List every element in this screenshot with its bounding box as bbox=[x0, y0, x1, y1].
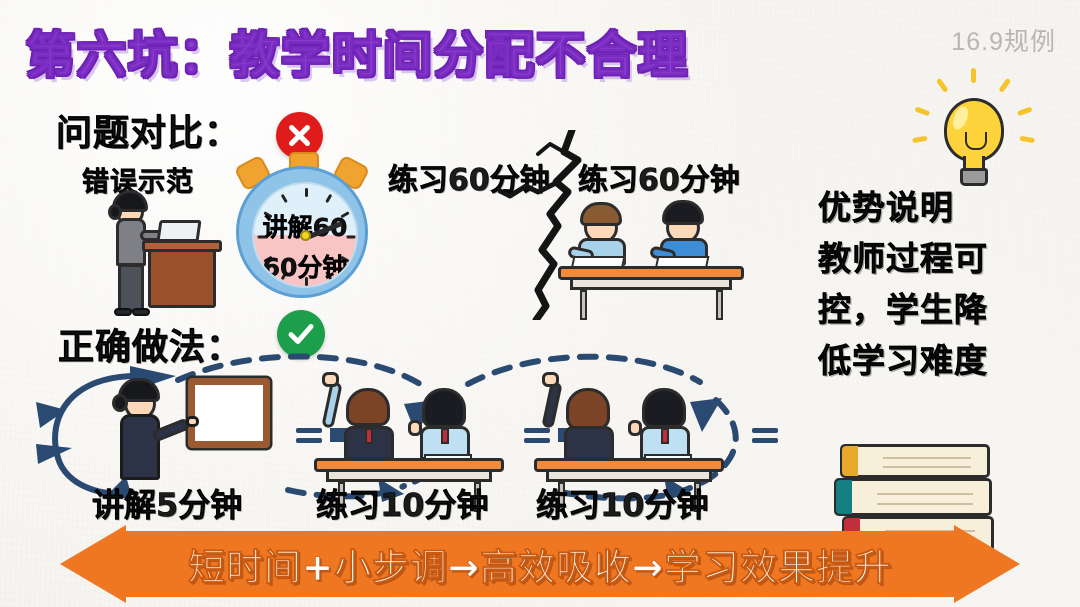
wrong-practice-label-2: 练习60分钟 bbox=[578, 163, 740, 199]
teacher-whiteboard-icon bbox=[104, 372, 284, 492]
desk-leg bbox=[694, 482, 701, 512]
correct-step-label-1: 讲解5分钟 bbox=[92, 486, 243, 525]
podium-body bbox=[148, 248, 216, 308]
bulb-ray bbox=[935, 77, 949, 93]
student4-tie bbox=[661, 428, 669, 444]
student2-hand bbox=[408, 420, 422, 436]
crack-icon bbox=[498, 130, 582, 320]
banner-text: 短时间+小步调→高效吸收→学习效果提升 bbox=[187, 546, 892, 590]
whiteboard bbox=[188, 378, 270, 448]
student3-raised-hand bbox=[542, 372, 559, 387]
banner-arrow-left bbox=[60, 525, 126, 603]
two-boys-writing-icon bbox=[558, 190, 744, 320]
stopwatch-ring: 讲解60 60分钟 bbox=[236, 166, 368, 298]
advantage-line-1: 优势说明 bbox=[818, 188, 954, 228]
stopwatch-tick bbox=[305, 188, 308, 197]
desk-leg bbox=[558, 482, 565, 512]
correct-step-label-3: 练习10分钟 bbox=[536, 486, 709, 525]
green-check-icon bbox=[277, 310, 325, 358]
student2-hair bbox=[422, 388, 466, 428]
bulb-glass bbox=[944, 98, 1004, 162]
banner-bar bbox=[124, 531, 956, 597]
teacher2-hair-bun bbox=[112, 394, 128, 412]
book-line bbox=[883, 466, 971, 468]
desk-apron bbox=[570, 280, 732, 290]
book-line bbox=[877, 493, 973, 495]
equals-icon bbox=[296, 428, 322, 448]
students-raising-hands-icon bbox=[534, 372, 724, 512]
stopwatch-pin bbox=[299, 229, 311, 241]
teacher-hair bbox=[112, 190, 148, 212]
desk-leg bbox=[338, 482, 345, 512]
teacher-shoe-left bbox=[114, 308, 132, 316]
teacher-shoe-right bbox=[132, 308, 150, 316]
student1-raised-arm bbox=[321, 381, 343, 429]
boy2-hair bbox=[662, 200, 704, 225]
advantage-line-3: 控，学生降 bbox=[818, 290, 988, 330]
laptop-icon bbox=[156, 220, 202, 242]
student1-hair bbox=[346, 388, 390, 426]
teacher-legs bbox=[118, 264, 144, 312]
bulb-neck bbox=[963, 156, 985, 170]
student3-raised-arm bbox=[541, 381, 563, 429]
wrong-practice-label-1: 练习60分钟 bbox=[388, 163, 550, 199]
student1-raised-hand bbox=[322, 372, 339, 387]
summary-banner: 短时间+小步调→高效吸收→学习效果提升 bbox=[60, 525, 1020, 603]
desk-leg bbox=[474, 482, 481, 512]
bulb-ray bbox=[1016, 106, 1033, 117]
bulb-ray bbox=[1019, 135, 1035, 144]
student3-uniform bbox=[564, 426, 614, 460]
equals-icon bbox=[752, 428, 778, 448]
teacher2-hand bbox=[186, 416, 199, 427]
student2-tie bbox=[441, 428, 449, 444]
book-middle bbox=[834, 478, 992, 516]
desk-top bbox=[534, 458, 724, 472]
book-line bbox=[883, 457, 971, 459]
boy1-hair bbox=[580, 202, 622, 226]
bulb-base bbox=[960, 168, 988, 186]
bulb-ray bbox=[971, 68, 976, 83]
book-top bbox=[840, 444, 990, 478]
student4-hair bbox=[642, 388, 686, 428]
student3-hair bbox=[566, 388, 610, 430]
book-line bbox=[877, 503, 973, 505]
advantage-text-block: 优势说明 教师过程可 控，学生降 低学习难度 bbox=[818, 182, 1048, 386]
desk-top bbox=[314, 458, 504, 472]
desk-top bbox=[558, 266, 744, 280]
stopwatch-face: 讲解60 60分钟 bbox=[252, 182, 358, 288]
student1-tie bbox=[365, 428, 373, 444]
stopwatch-bottom-text: 60分钟 bbox=[262, 253, 348, 283]
red-cross-icon bbox=[276, 112, 323, 159]
students-raising-hands-icon bbox=[314, 372, 504, 512]
page-title: 第六坑：教学时间分配不合理 bbox=[25, 27, 690, 85]
book-spine bbox=[836, 480, 852, 514]
advantage-line-4: 低学习难度 bbox=[818, 341, 988, 381]
stopwatch-icon: 讲解60 60分钟 bbox=[232, 152, 372, 300]
advantage-line-2: 教师过程可 bbox=[818, 239, 988, 279]
problem-comparison-heading: 问题对比： bbox=[56, 113, 242, 155]
desk-apron bbox=[326, 472, 492, 482]
desk-apron bbox=[546, 472, 712, 482]
bulb-ray bbox=[914, 106, 931, 117]
bulb-ray bbox=[998, 77, 1012, 93]
teacher-hair-bun bbox=[108, 204, 122, 220]
watermark-label: 16.9规例 bbox=[951, 28, 1056, 56]
desk-leg bbox=[716, 290, 723, 320]
book-spine bbox=[842, 446, 858, 476]
stopwatch-tick bbox=[325, 193, 333, 204]
teacher-at-podium-icon bbox=[100, 186, 230, 326]
desk-leg bbox=[580, 290, 587, 320]
bulb-ray bbox=[912, 135, 928, 144]
banner-arrow-right bbox=[954, 525, 1020, 603]
bulb-filament bbox=[965, 132, 987, 150]
student4-hand bbox=[628, 420, 642, 436]
equals-icon bbox=[524, 428, 550, 448]
lightbulb-icon bbox=[912, 68, 1035, 196]
correct-practice-heading: 正确做法： bbox=[58, 327, 244, 369]
stopwatch-tick bbox=[280, 193, 288, 204]
correct-step-label-2: 练习10分钟 bbox=[316, 486, 489, 525]
teacher2-torso bbox=[120, 414, 160, 480]
